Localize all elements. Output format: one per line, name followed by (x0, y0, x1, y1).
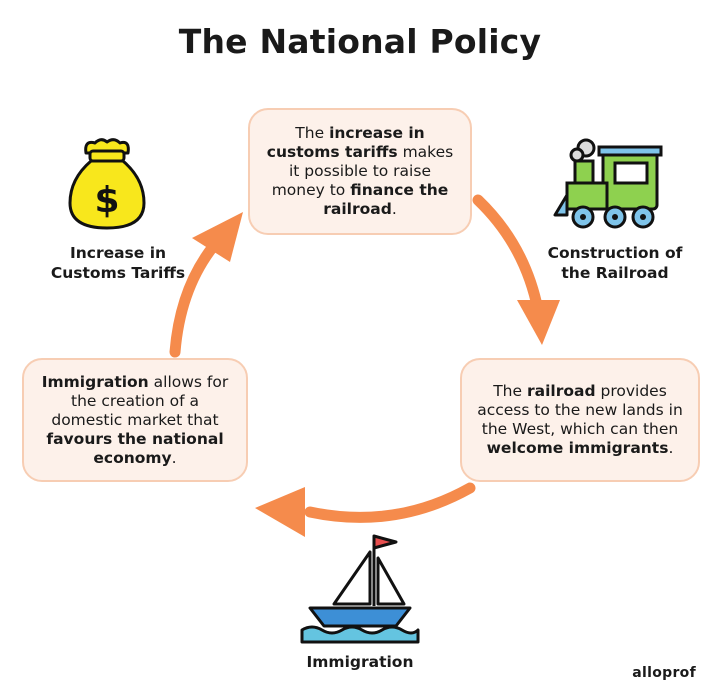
label-construction-railroad: Construction of the Railroad (547, 244, 683, 282)
arrowhead-top-left (192, 212, 243, 262)
dollar-sign-icon: $ (94, 180, 119, 221)
sailboat-icon (300, 534, 420, 644)
arrow-railroad-to-immigration (304, 482, 476, 523)
arrowhead-bottom (255, 487, 305, 537)
train-icon (553, 138, 663, 229)
box-immigration-domestic-market: Immigration allows for the creation of a… (22, 358, 248, 482)
box-tariffs-finance-railroad: The increase in customs tariffs makes it… (248, 108, 472, 235)
label-increase-customs-tariffs: Increase in Customs Tariffs (50, 244, 186, 282)
arrow-tariffs-to-railroad (472, 194, 544, 316)
money-bag-icon: $ (68, 138, 146, 230)
arrow-immigration-to-tariffs (169, 242, 218, 358)
box-railroad-access-west: The railroad provides access to the new … (460, 358, 700, 482)
alloprof-logo: alloprof (632, 665, 696, 681)
arrowhead-right (517, 300, 560, 345)
label-immigration: Immigration (306, 653, 414, 671)
diagram-title: The National Policy (178, 22, 542, 61)
